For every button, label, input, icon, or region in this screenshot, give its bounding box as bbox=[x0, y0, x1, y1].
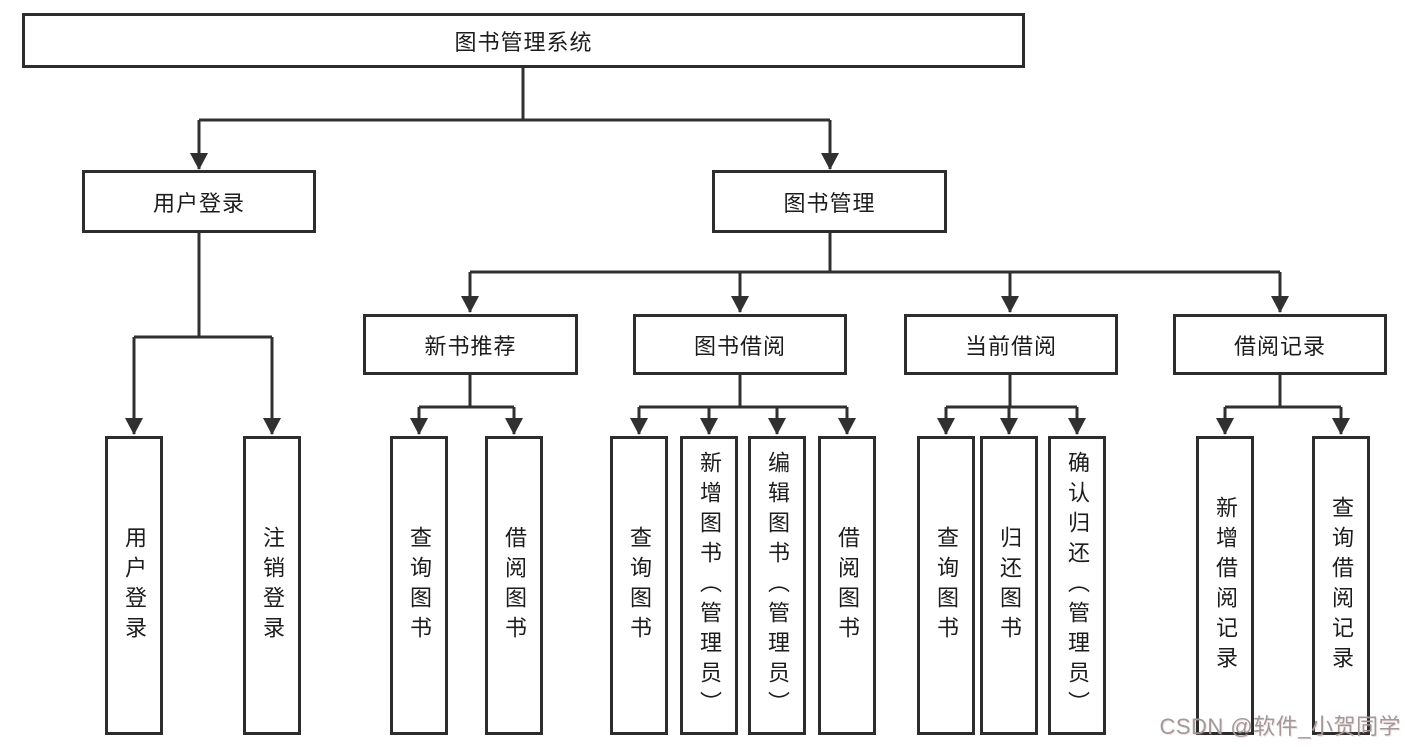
node-current-borrowing: 当前借阅 bbox=[904, 314, 1118, 375]
leaf-borrow-books: 借阅图书 bbox=[818, 436, 876, 735]
leaf-confirm-return-admin: 确认归还（管理员） bbox=[1048, 436, 1106, 735]
leaf-return-books: 归还图书 bbox=[980, 436, 1038, 735]
node-user-login: 用户登录 bbox=[82, 170, 316, 233]
leaf-query-books-current: 查询图书 bbox=[917, 436, 975, 735]
node-book-management: 图书管理 bbox=[712, 170, 947, 233]
leaf-query-books-borrowing: 查询图书 bbox=[610, 436, 668, 735]
leaf-query-borrow-record: 查询借阅记录 bbox=[1312, 436, 1370, 735]
node-new-book-recommendation: 新书推荐 bbox=[363, 314, 578, 375]
leaf-add-borrow-record: 新增借阅记录 bbox=[1196, 436, 1254, 735]
node-library-management-system: 图书管理系统 bbox=[22, 13, 1025, 68]
leaf-query-books-recommend: 查询图书 bbox=[390, 436, 448, 735]
node-borrowing-records: 借阅记录 bbox=[1173, 314, 1387, 375]
leaf-logout: 注销登录 bbox=[243, 436, 301, 735]
leaf-borrow-books-recommend: 借阅图书 bbox=[485, 436, 543, 735]
csdn-watermark: CSDN @软件_小贺同学 bbox=[1159, 714, 1401, 739]
leaf-add-books-admin: 新增图书（管理员） bbox=[680, 436, 738, 735]
node-book-borrowing: 图书借阅 bbox=[633, 314, 847, 375]
leaf-user-login: 用户登录 bbox=[105, 436, 163, 735]
leaf-edit-books-admin: 编辑图书（管理员） bbox=[748, 436, 806, 735]
